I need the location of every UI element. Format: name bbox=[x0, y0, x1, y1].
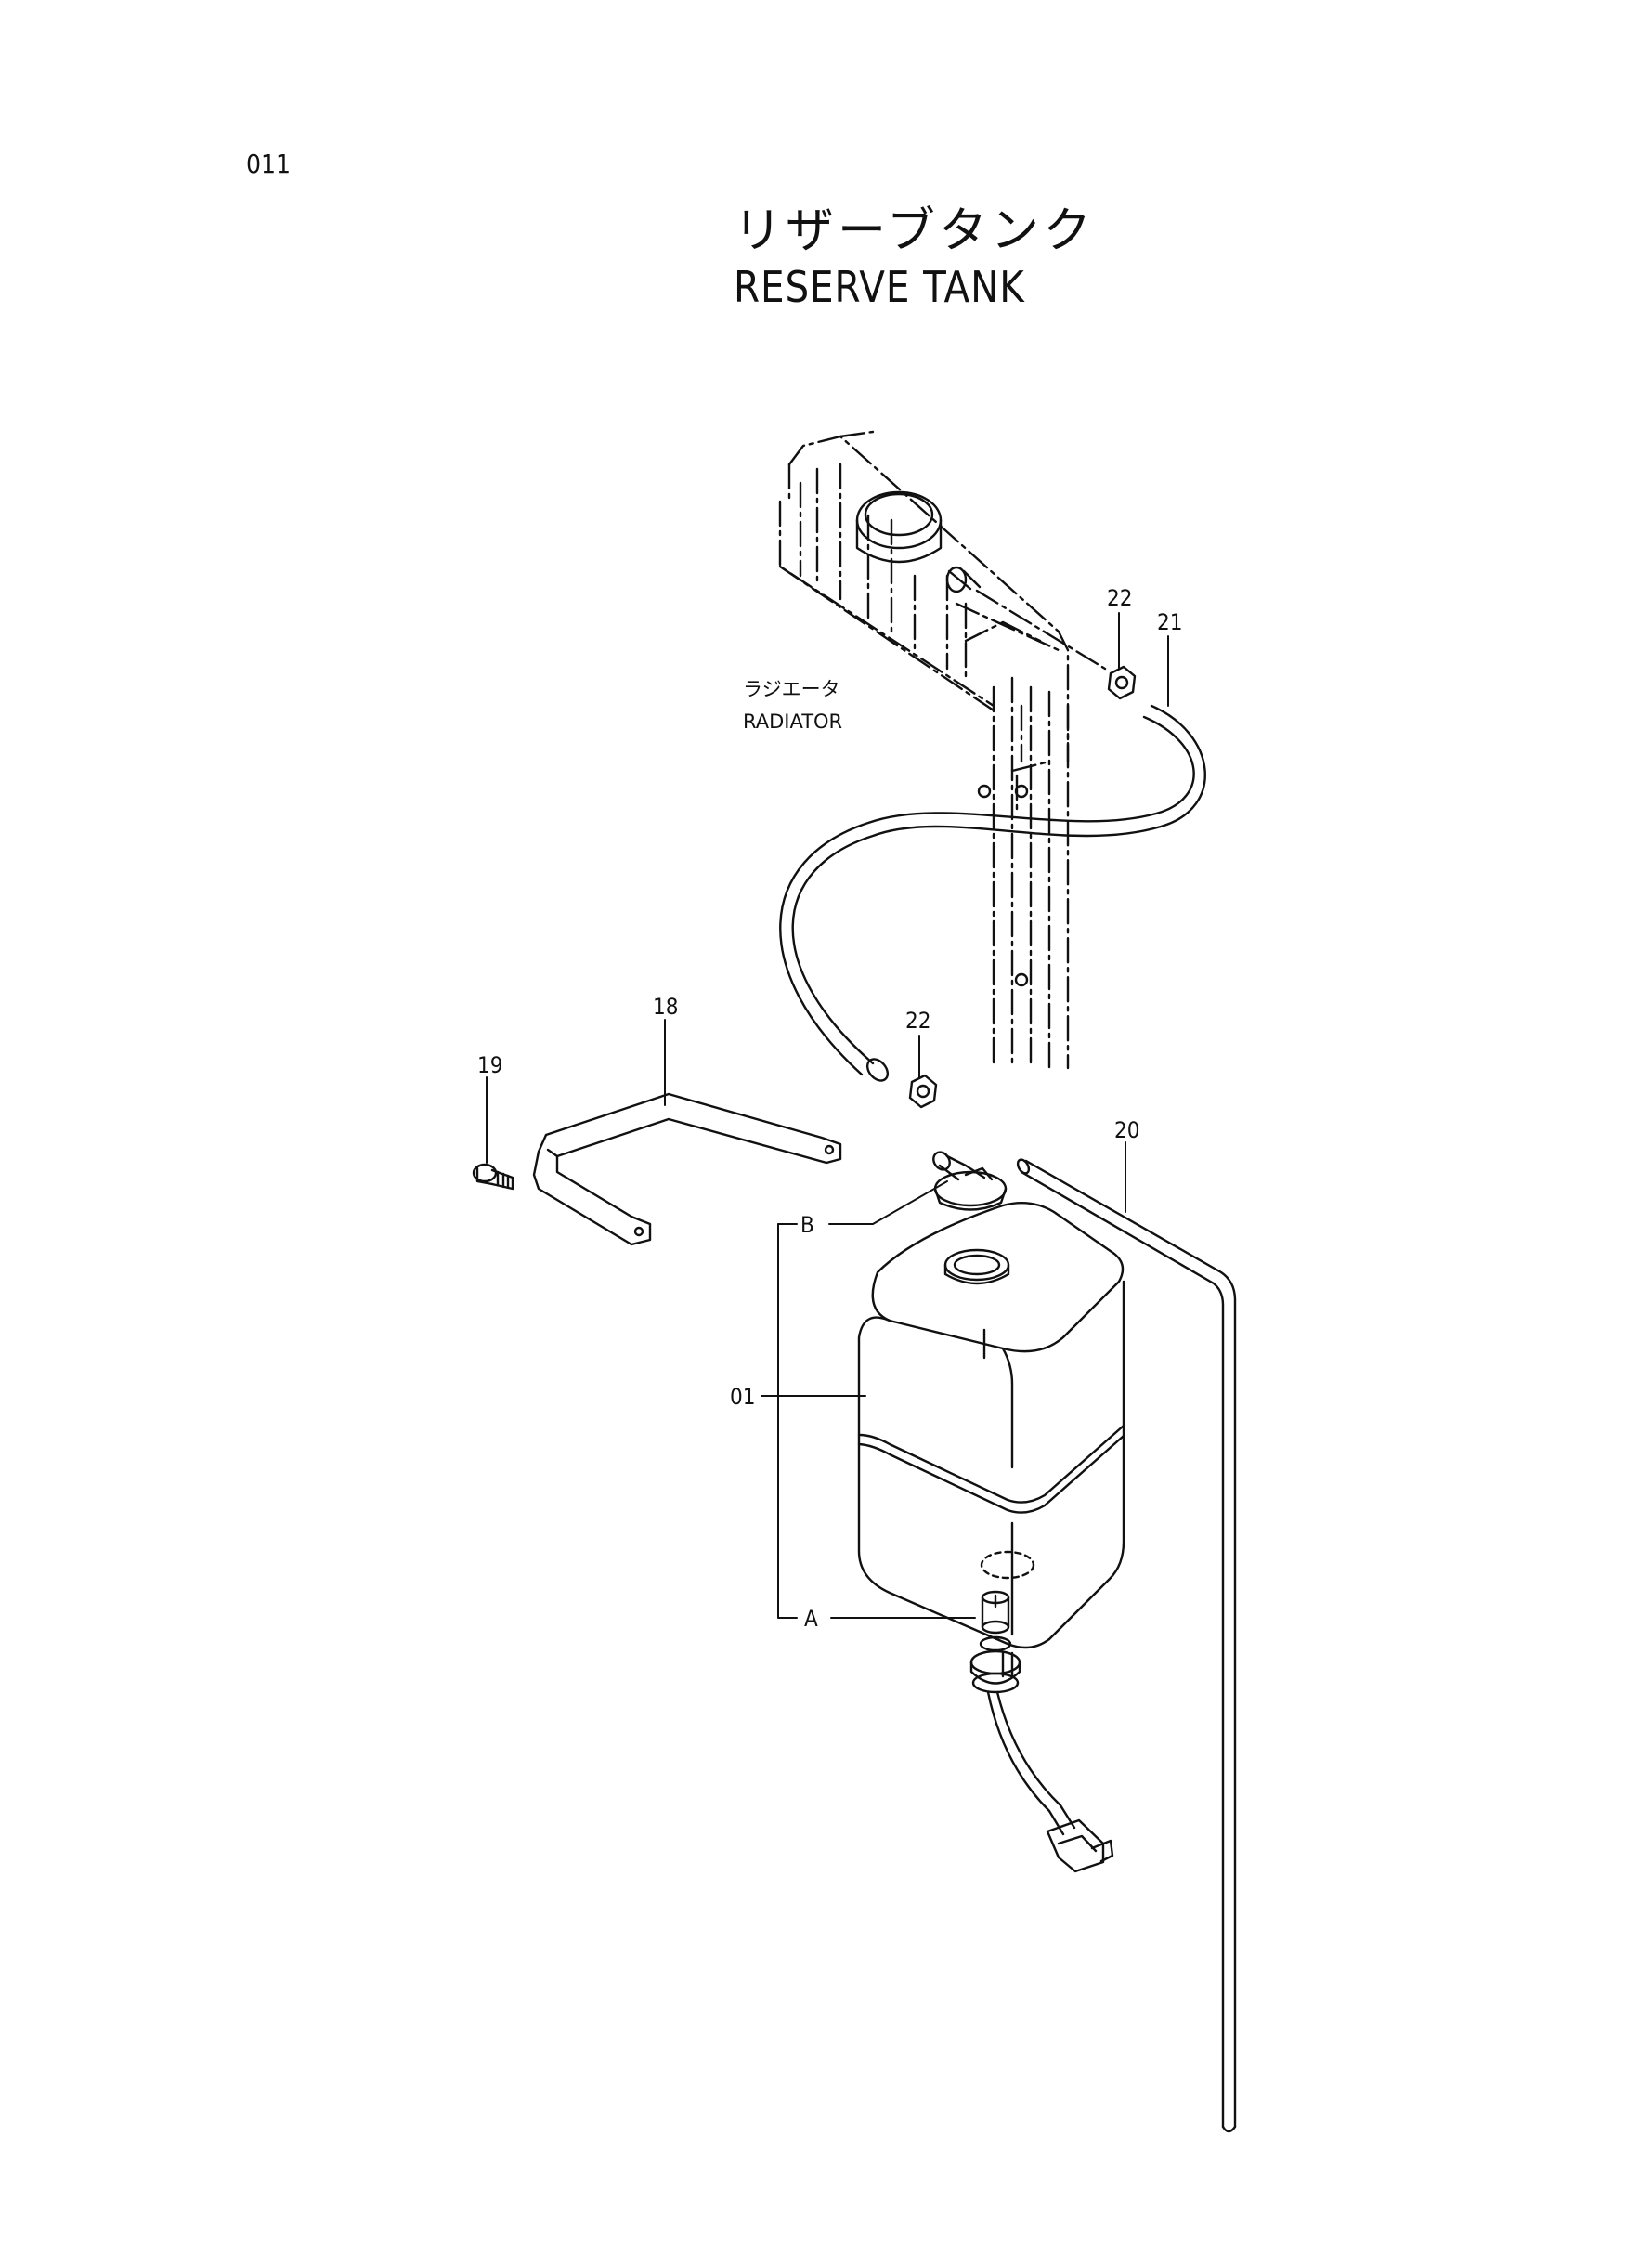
callout-19: 19 bbox=[477, 1052, 502, 1078]
tank-cap-b bbox=[932, 1151, 1008, 1211]
radiator-hole-mark bbox=[1014, 972, 1029, 987]
callout-b: B bbox=[800, 1212, 814, 1238]
radiator-hole-mark bbox=[1014, 784, 1029, 799]
radiator-outline bbox=[778, 430, 1070, 1070]
reserve-tank-01 bbox=[857, 1202, 1125, 1678]
callout-20: 20 bbox=[1114, 1117, 1139, 1143]
radiator-overflow-nipple bbox=[945, 566, 982, 593]
callout-18: 18 bbox=[653, 994, 678, 1020]
diagram-title: リザーブタンク RESERVE TANK bbox=[734, 202, 1095, 314]
radiator-cap bbox=[855, 490, 943, 564]
bracket-18 bbox=[532, 1092, 842, 1246]
hose-21 bbox=[779, 704, 1206, 1082]
level-switch-a bbox=[969, 1590, 1114, 1873]
title-english: RESERVE TANK bbox=[734, 262, 1025, 312]
callout-22-bottom: 22 bbox=[905, 1008, 930, 1034]
page-number: 011 bbox=[246, 149, 292, 179]
leader-lines bbox=[486, 612, 1169, 1619]
callout-01: 01 bbox=[730, 1384, 755, 1410]
radiator-label-english: RADIATOR bbox=[743, 710, 842, 733]
radiator-label-japanese: ラジエータ bbox=[743, 678, 840, 700]
callout-a: A bbox=[804, 1606, 818, 1632]
overflow-tube-20 bbox=[1016, 1158, 1237, 2133]
radiator-hole-mark bbox=[977, 784, 992, 799]
callout-21: 21 bbox=[1157, 609, 1182, 635]
bolt-19 bbox=[472, 1163, 514, 1191]
clip-22-bottom bbox=[908, 1074, 938, 1109]
title-japanese: リザーブタンク bbox=[734, 203, 1095, 259]
callout-22-top: 22 bbox=[1107, 585, 1132, 611]
clip-22-top bbox=[1107, 665, 1137, 700]
